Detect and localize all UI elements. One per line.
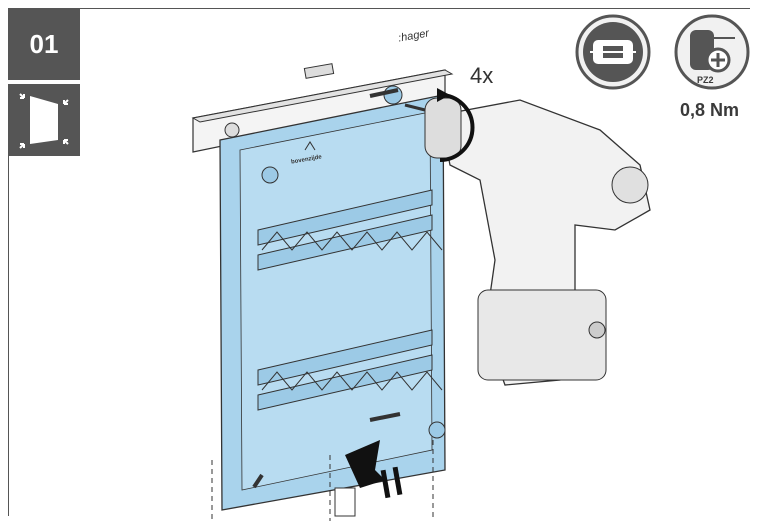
torque-label: 0,8 Nm [680,100,740,120]
enclosure [219,85,446,511]
spirit-level [191,63,454,153]
screw-count-label: 4x [470,63,494,88]
cordless-drill [404,97,651,386]
rotation-arrow-icon [439,93,475,162]
spirit-level-icon [575,14,651,90]
frame-top-line [80,8,750,9]
frame-left-line [8,156,9,516]
wall-mount-icon [8,84,80,156]
bit-size-label: PZ2 [697,75,714,85]
step-number-badge: 01 [8,8,80,80]
push-arrow-icon [345,440,403,499]
screwdriver-icon [674,14,750,90]
